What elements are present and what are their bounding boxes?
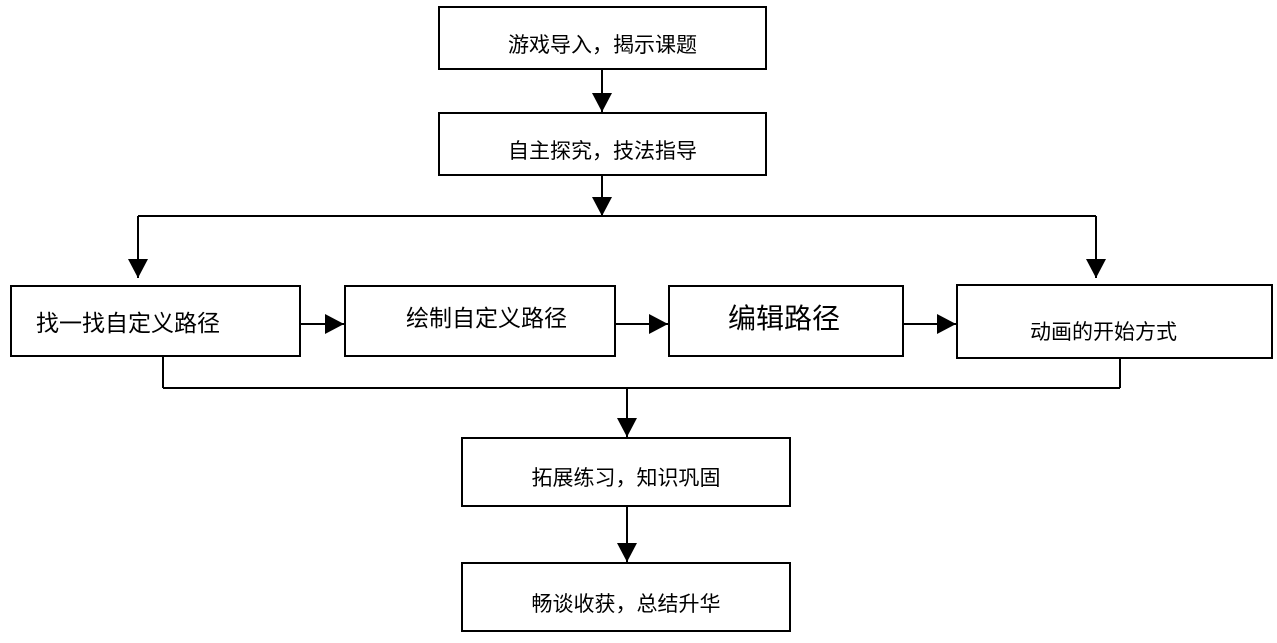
- branch-edit-path-label: 编辑路径: [728, 302, 841, 335]
- branch-animation-start-box: 动画的开始方式: [956, 284, 1273, 359]
- branch-draw-path-box: 绘制自定义路径: [344, 285, 616, 357]
- branch-find-path-label: 找一找自定义路径: [36, 311, 220, 337]
- branch-animation-start-label: 动画的开始方式: [1030, 319, 1177, 344]
- step-practice-label: 拓展练习，知识巩固: [531, 466, 721, 490]
- step-explore-box: 自主探究，技法指导: [438, 112, 767, 176]
- step-summary-label: 畅谈收获，总结升华: [531, 592, 721, 616]
- step-intro-label: 游戏导入，揭示课题: [508, 33, 697, 57]
- branch-edit-path-box: 编辑路径: [668, 285, 904, 357]
- step-intro-box: 游戏导入，揭示课题: [438, 6, 767, 70]
- step-practice-box: 拓展练习，知识巩固: [461, 437, 791, 507]
- step-explore-label: 自主探究，技法指导: [508, 139, 697, 163]
- branch-draw-path-label: 绘制自定义路径: [406, 306, 567, 332]
- step-summary-box: 畅谈收获，总结升华: [461, 562, 791, 632]
- branch-find-path-box: 找一找自定义路径: [10, 285, 301, 357]
